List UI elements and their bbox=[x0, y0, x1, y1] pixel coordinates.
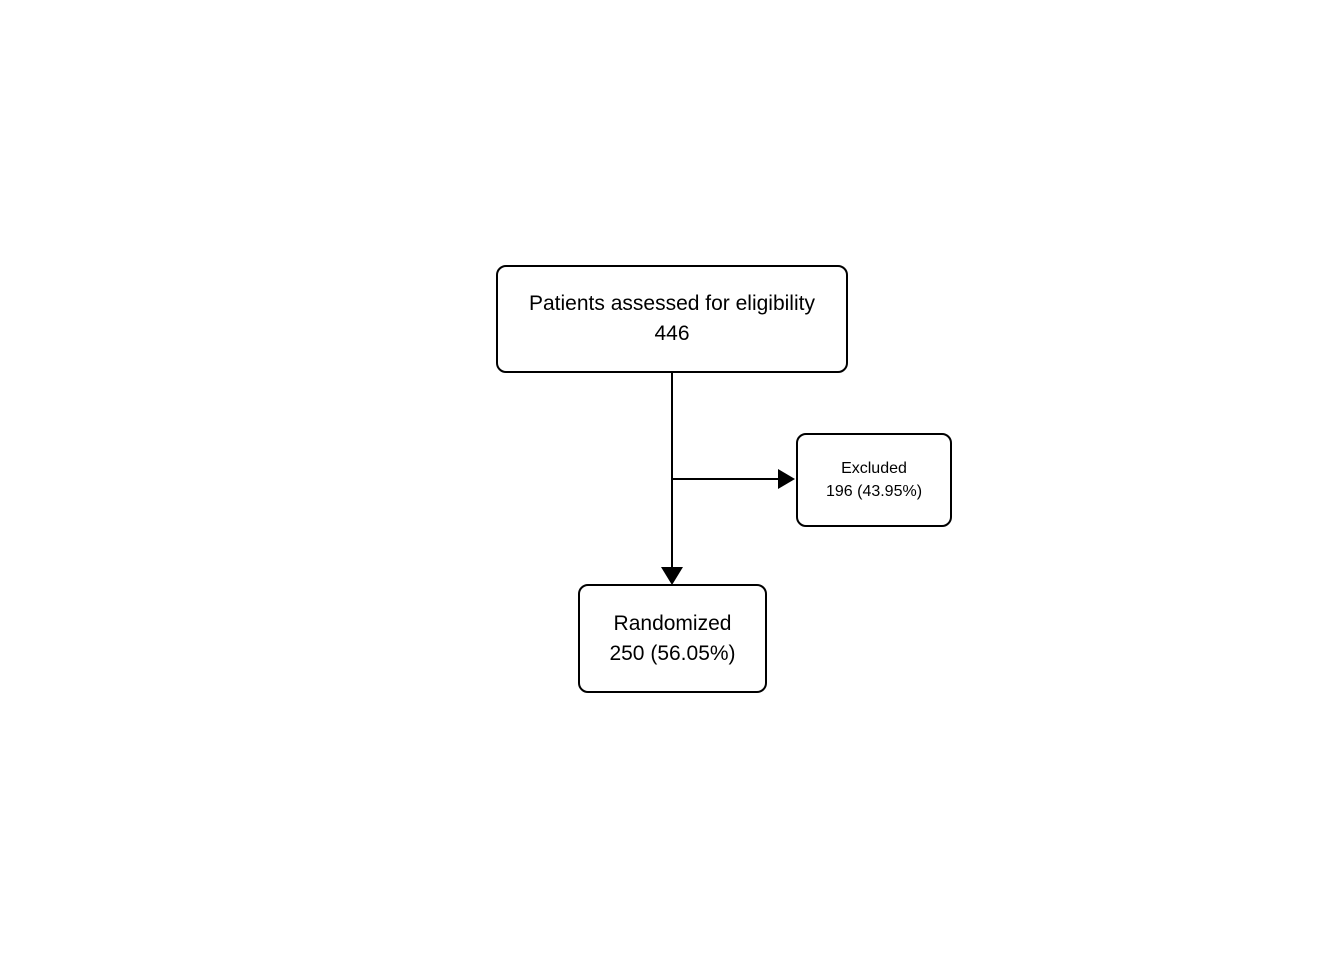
node-excluded-count: 196 (43.95%) bbox=[825, 483, 923, 500]
node-patients-assessed: Patients assessed for eligibility 446 bbox=[496, 265, 848, 373]
edge-assessed-randomized-arrowhead bbox=[661, 567, 683, 585]
node-patients-assessed-label: Patients assessed for eligibility bbox=[529, 292, 815, 315]
node-patients-assessed-count: 446 bbox=[654, 322, 690, 345]
node-randomized: Randomized 250 (56.05%) bbox=[578, 584, 767, 693]
node-randomized-count: 250 (56.05%) bbox=[609, 641, 736, 665]
node-excluded-label: Excluded bbox=[841, 460, 907, 477]
node-randomized-label: Randomized bbox=[613, 611, 732, 635]
node-excluded: Excluded 196 (43.95%) bbox=[796, 433, 952, 527]
edge-assessed-excluded-arrowhead bbox=[778, 469, 795, 489]
